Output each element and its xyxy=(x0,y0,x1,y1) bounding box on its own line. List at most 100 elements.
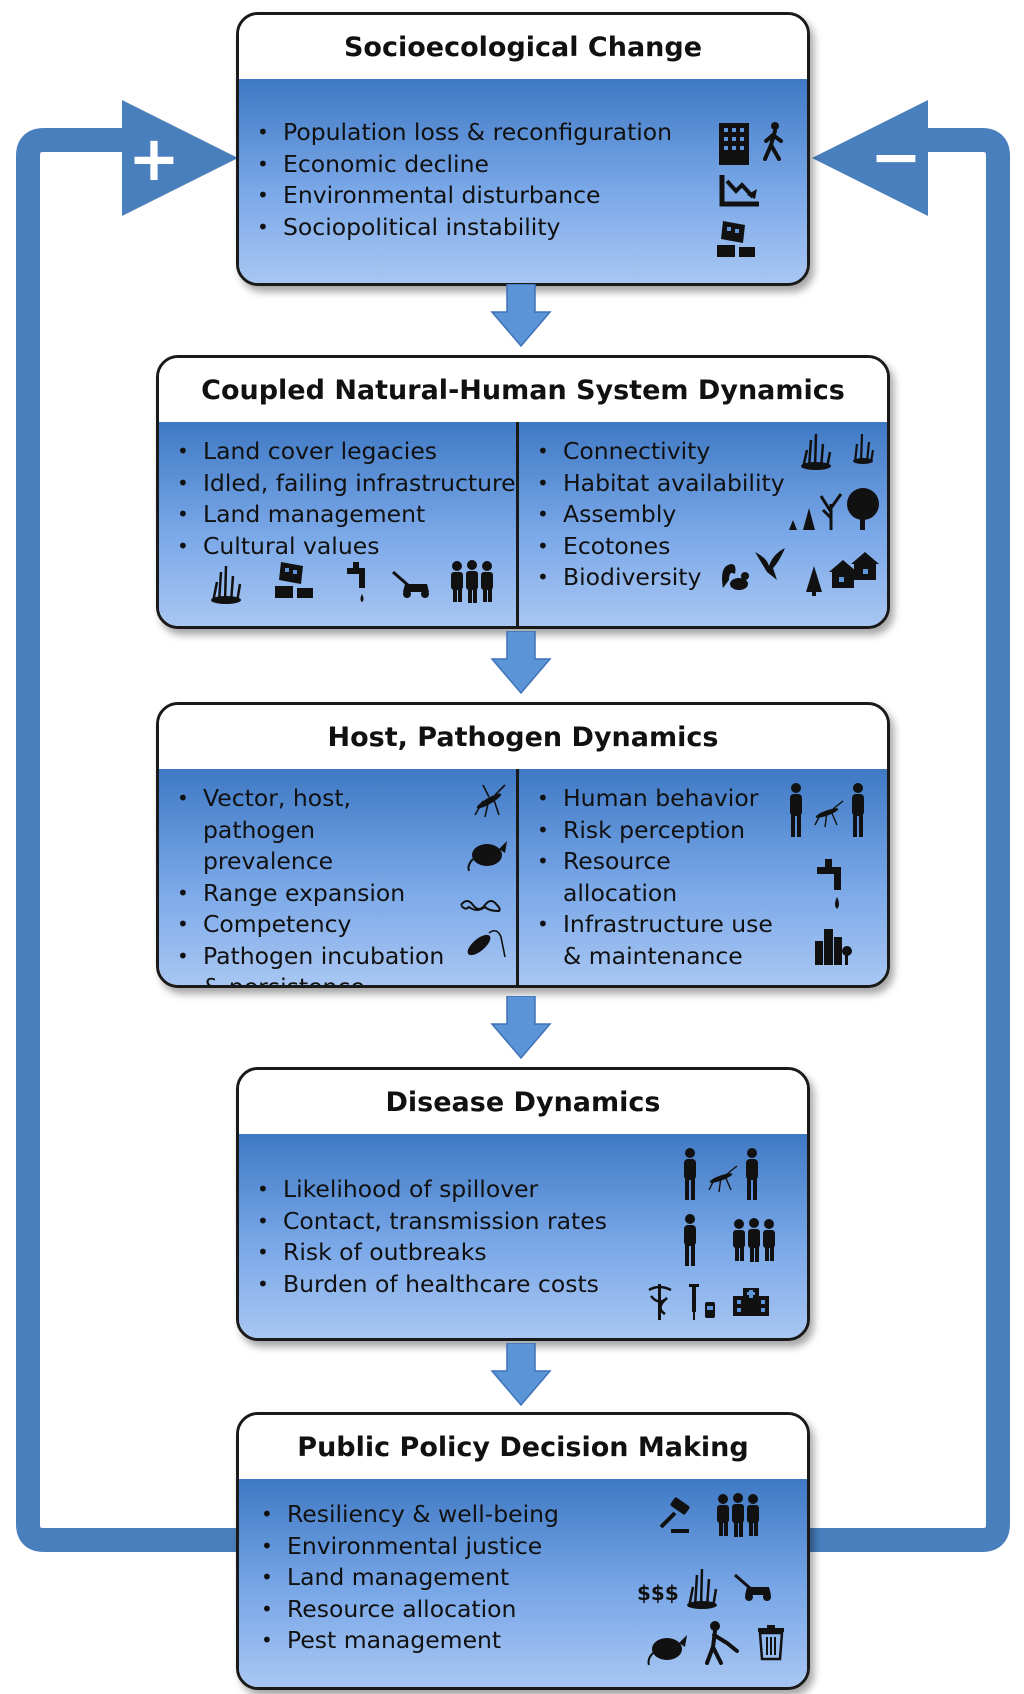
down-arrow xyxy=(490,284,552,348)
coupled-dynamics-box: Coupled Natural-Human System Dynamics La… xyxy=(156,355,890,629)
disease-dynamics-box: Disease Dynamics Likelihood of spillover… xyxy=(236,1067,810,1341)
host-pathogen-title: Host, Pathogen Dynamics xyxy=(159,705,887,769)
mosquito-icon xyxy=(701,1164,741,1194)
down-arrow xyxy=(490,631,552,695)
list-item: Population loss & reconfiguration xyxy=(251,117,672,149)
list-item: Assembly xyxy=(531,499,785,531)
city-icon xyxy=(813,927,853,967)
tree-icon xyxy=(781,484,881,532)
list-item: Resource allocation xyxy=(531,846,781,909)
positive-loop-arrowhead xyxy=(122,100,238,216)
grass-icon xyxy=(799,430,833,470)
coupled-dynamics-title: Coupled Natural-Human System Dynamics xyxy=(159,358,887,422)
list-item: Human behavior xyxy=(531,783,781,815)
positive-loop-line xyxy=(16,128,240,1552)
person-icon xyxy=(743,1148,761,1202)
list-item: Resource allocation xyxy=(255,1594,559,1626)
list-item: Economic decline xyxy=(251,149,672,181)
declining-chart-icon xyxy=(719,173,761,207)
list-item: Contact, transmission rates xyxy=(251,1206,607,1238)
lawnmower-icon xyxy=(391,570,431,600)
negative-loop-arrowhead xyxy=(812,100,928,216)
list-item: Land cover legacies xyxy=(171,436,516,468)
mosquito-icon xyxy=(807,799,847,829)
socioecological-change-title: Socioecological Change xyxy=(239,15,807,79)
negative-loop-line xyxy=(800,128,1010,1552)
person-icon xyxy=(681,1214,699,1268)
worm-icon xyxy=(459,895,503,915)
list-item: Pest management xyxy=(255,1625,559,1657)
list-item: Environmental justice xyxy=(255,1531,559,1563)
rat-icon xyxy=(465,835,509,871)
rat-icon xyxy=(645,1629,689,1665)
disease-dynamics-title: Disease Dynamics xyxy=(239,1070,807,1134)
bird-icon xyxy=(753,546,787,582)
list-item: Land management xyxy=(171,499,516,531)
list-item: Habitat availability xyxy=(531,468,785,500)
list-item: Risk perception xyxy=(531,815,781,847)
list-item: Connectivity xyxy=(531,436,785,468)
list-item: Pathogen incubation & persistence xyxy=(171,941,451,986)
public-policy-title: Public Policy Decision Making xyxy=(239,1415,807,1479)
gavel-icon xyxy=(657,1497,695,1537)
syringe-icon xyxy=(685,1282,719,1322)
people-group-icon xyxy=(715,1493,761,1539)
down-arrow xyxy=(490,996,552,1060)
faucet-icon xyxy=(815,857,845,911)
host-pathogen-right-list: Human behavior Risk perception Resource … xyxy=(531,783,781,972)
grass-icon xyxy=(685,1565,721,1609)
host-pathogen-left-list: Vector, host, pathogen prevalence Range … xyxy=(171,783,451,986)
house-icon xyxy=(827,550,883,590)
walking-person-icon xyxy=(761,121,787,161)
people-group-icon xyxy=(449,560,495,604)
people-group-icon xyxy=(731,1218,777,1264)
public-policy-box: Public Policy Decision Making Resiliency… xyxy=(236,1412,810,1690)
list-item: Infrastructure use & maintenance xyxy=(531,909,781,972)
squirrel-icon xyxy=(717,558,751,592)
positive-sign: + xyxy=(128,122,180,195)
socioecological-list: Population loss & reconfiguration Econom… xyxy=(251,117,672,243)
list-item: Sociopolitical instability xyxy=(251,212,672,244)
list-item: Land management xyxy=(255,1562,559,1594)
grass-icon xyxy=(209,562,243,604)
mosquito-icon xyxy=(469,781,509,821)
policy-list: Resiliency & well-being Environmental ju… xyxy=(255,1499,559,1657)
list-item: Resiliency & well-being xyxy=(255,1499,559,1531)
collapsing-building-icon xyxy=(273,560,315,600)
list-item: Competency xyxy=(171,909,451,941)
money-label: $$$ xyxy=(637,1581,679,1605)
trash-can-icon xyxy=(757,1625,785,1661)
list-item: Idled, failing infrastructure xyxy=(171,468,516,500)
building-icon xyxy=(717,121,751,165)
person-icon xyxy=(681,1148,699,1202)
list-item: Range expansion xyxy=(171,878,451,910)
down-arrow xyxy=(490,1343,552,1407)
list-item: Ecotones xyxy=(531,531,785,563)
coupled-left-list: Land cover legacies Idled, failing infra… xyxy=(171,436,516,562)
list-item: Cultural values xyxy=(171,531,516,563)
caduceus-icon xyxy=(647,1282,673,1322)
person-icon xyxy=(849,783,867,839)
list-item: Likelihood of spillover xyxy=(251,1174,607,1206)
tree-icon xyxy=(805,566,823,596)
negative-sign: − xyxy=(870,120,922,193)
hospital-icon xyxy=(731,1286,771,1318)
coupled-right-list: Connectivity Habitat availability Assemb… xyxy=(531,436,785,594)
column-divider xyxy=(516,422,519,626)
collapsing-building-icon xyxy=(715,219,757,259)
host-pathogen-box: Host, Pathogen Dynamics Vector, host, pa… xyxy=(156,702,890,988)
list-item: Risk of outbreaks xyxy=(251,1237,607,1269)
faucet-icon xyxy=(345,560,369,604)
list-item: Burden of healthcare costs xyxy=(251,1269,607,1301)
disease-list: Likelihood of spillover Contact, transmi… xyxy=(251,1174,607,1300)
list-item: Environmental disturbance xyxy=(251,180,672,212)
person-icon xyxy=(787,783,805,839)
column-divider xyxy=(516,769,519,985)
socioecological-change-box: Socioecological Change Population loss &… xyxy=(236,12,810,286)
sprayer-worker-icon xyxy=(701,1621,741,1665)
grass-icon xyxy=(851,430,875,464)
list-item: Biodiversity xyxy=(531,562,785,594)
list-item: Vector, host, pathogen prevalence xyxy=(171,783,451,878)
bacterium-icon xyxy=(463,923,507,959)
